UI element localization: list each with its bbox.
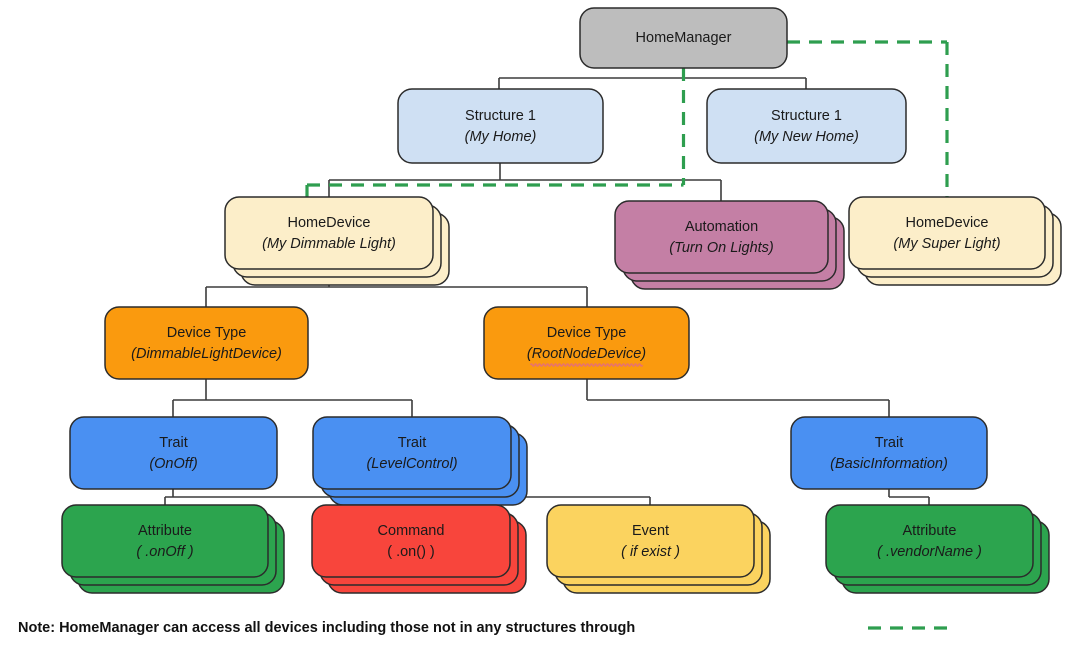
connector-dimmabletype-to-traits [172,379,413,417]
connector-basicinfo-to-attribute [888,489,930,505]
card-surface[interactable] [224,196,434,270]
card-surface[interactable] [579,7,788,69]
card-surface[interactable] [825,504,1034,578]
diagram-note-text: Note: HomeManager can access all devices… [18,620,635,636]
attribute-vendorname-node[interactable]: Attribute ( .vendorName ) [825,504,1050,594]
card-surface[interactable] [706,88,907,164]
card-surface[interactable] [848,196,1046,270]
node-title: Attribute [903,523,957,539]
node-title: Event [632,523,669,539]
card-surface[interactable] [483,306,690,380]
node-title: HomeDevice [906,215,989,231]
node-subtitle: (My Dimmable Light) [262,236,396,252]
node-subtitle: (DimmableLightDevice) [131,346,282,362]
connector-rootnode-to-basicinfo [586,379,890,417]
card-surface[interactable] [69,416,278,490]
card-surface[interactable] [312,416,512,490]
node-subtitle: (OnOff) [149,456,197,472]
node-title: HomeManager [636,30,732,46]
node-subtitle: ( .vendorName ) [877,544,982,560]
node-title: Structure 1 [465,108,536,124]
node-title: Device Type [547,325,627,341]
automation-turn-on-lights-node[interactable]: Automation (Turn On Lights) [614,200,845,290]
note-row: Note: HomeManager can access all devices… [18,620,948,636]
structure-my-new-home-node[interactable]: Structure 1 (My New Home) [706,88,907,164]
node-subtitle: (Turn On Lights) [669,240,774,256]
trait-levelcontrol-node[interactable]: Trait (LevelControl) [312,416,528,506]
node-subtitle: ( .onOff ) [136,544,193,560]
trait-basicinformation-node[interactable]: Trait (BasicInformation) [790,416,988,490]
node-subtitle: (BasicInformation) [830,456,948,472]
home-device-my-dimmable-light-node[interactable]: HomeDevice (My Dimmable Light) [224,196,450,286]
node-subtitle: ( if exist ) [621,544,680,560]
spellcheck-underline [529,363,644,367]
node-title: Attribute [138,523,192,539]
card-surface[interactable] [311,504,511,578]
node-title: Device Type [167,325,247,341]
node-subtitle: (RootNodeDevice) [527,346,646,362]
node-title: Trait [159,435,187,451]
node-title: Automation [685,219,758,235]
dashed-links-layer [305,40,949,197]
card-surface[interactable] [546,504,755,578]
structure-my-home-node[interactable]: Structure 1 (My Home) [397,88,604,164]
node-title: Trait [398,435,426,451]
trait-onoff-node[interactable]: Trait (OnOff) [69,416,278,490]
node-title: Structure 1 [771,108,842,124]
card-surface[interactable] [104,306,309,380]
home-manager-node[interactable]: HomeManager [579,7,788,69]
card-surface[interactable] [61,504,269,578]
node-title: Trait [875,435,903,451]
card-surface[interactable] [790,416,988,490]
attribute-onoff-node[interactable]: Attribute ( .onOff ) [61,504,285,594]
node-title: HomeDevice [288,215,371,231]
node-subtitle: ( .on() ) [387,544,435,560]
node-title: Command [378,523,445,539]
connector-myhome-to-children [328,163,722,201]
home-device-my-super-light-node[interactable]: HomeDevice (My Super Light) [848,196,1062,286]
command-on-node[interactable]: Command ( .on() ) [311,504,527,594]
device-type-rootnodedevice-node[interactable]: Device Type (RootNodeDevice) [483,306,690,380]
node-subtitle: (My Super Light) [893,236,1000,252]
node-subtitle: (My New Home) [754,129,859,145]
node-subtitle: (My Home) [465,129,537,145]
connector-homemanager-to-structures [498,68,807,89]
device-type-dimmablelightdevice-node[interactable]: Device Type (DimmableLightDevice) [104,306,309,380]
card-surface[interactable] [397,88,604,164]
event-if-exist-node[interactable]: Event ( if exist ) [546,504,771,594]
node-subtitle: (LevelControl) [366,456,457,472]
card-surface[interactable] [614,200,829,274]
